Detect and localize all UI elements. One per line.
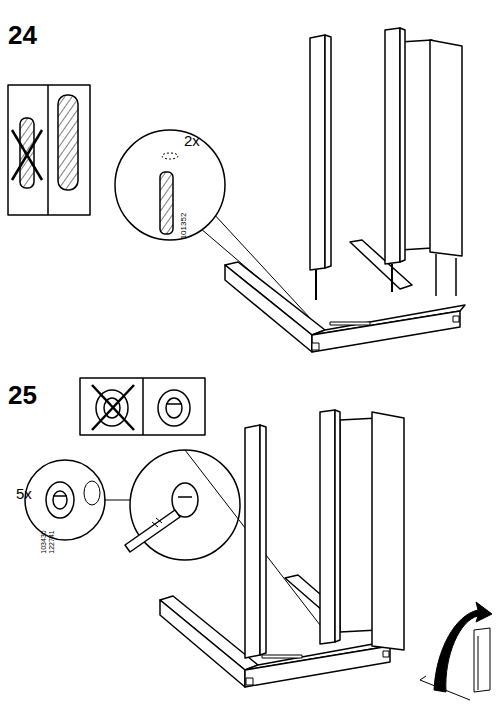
frame-step-25 [160,410,404,687]
step-number: 25 [8,382,37,408]
cam-lock-inset [80,378,205,435]
quantity-label: 5x [16,486,32,501]
turn-over-icon [420,602,492,700]
part-number: 103430 [40,530,47,553]
dowel-inset [8,85,90,215]
part-number: 122741 [48,530,55,553]
step-number: 24 [8,22,37,48]
dowel-callout [115,130,310,322]
quantity-label: 2x [184,133,200,148]
frame-step-24 [225,28,465,352]
part-number: 101352 [180,213,188,240]
